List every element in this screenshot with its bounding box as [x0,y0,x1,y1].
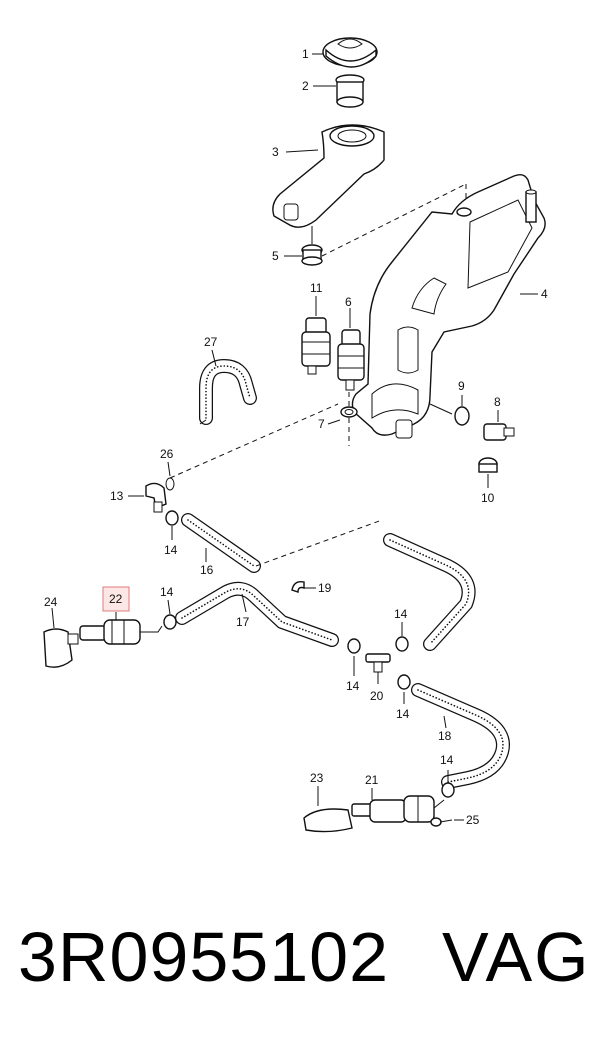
callout-14d: 14 [394,607,408,621]
hose-clamp-part [395,622,409,652]
washer-reservoir-part [351,173,546,439]
washer-system-exploded-diagram: 1 2 3 5 4 [43,37,548,833]
callout-9: 9 [458,379,465,393]
callout-13: 13 [110,489,124,503]
hose-clamp-part [397,674,411,704]
callout-24: 24 [44,595,58,609]
callout-11: 11 [310,281,323,295]
callout-21: 21 [365,773,379,787]
washer-pump-rear-part [301,296,331,375]
callout-20: 20 [370,689,384,703]
elbow-connector-part [128,461,175,513]
part-number-footer: 3R0955102 VAG [0,915,600,1015]
sensor-cap-part [478,457,498,488]
hose-clip-part [291,580,316,593]
callout-25: 25 [466,813,480,827]
assembly-link-dashed [169,403,339,479]
callout-4: 4 [541,287,548,301]
filler-neck-sleeve-part [313,74,365,108]
pump-seal-ring-part [327,392,358,446]
filler-cap-part [312,37,378,68]
level-sensor-part [483,410,515,441]
assembly-link-dashed [255,519,383,567]
hose-clamp-part [165,510,179,540]
callout-3: 3 [272,145,279,159]
screw-part [430,817,464,827]
callout-27: 27 [204,335,218,349]
part-number-text: 3R0955102 [18,918,389,996]
callout-19: 19 [318,581,332,595]
callout-5: 5 [272,249,279,263]
callout-23: 23 [310,771,324,785]
callout-2: 2 [302,79,309,93]
callout-17: 17 [236,615,250,629]
bent-hose-part [199,349,257,425]
hose-18-part [383,533,510,789]
hose-clamp-part [347,638,361,676]
washer-pump-front-part [337,308,365,391]
callout-7: 7 [318,417,325,431]
brand-text: VAG [442,918,591,996]
callout-14e: 14 [396,707,410,721]
callout-22[interactable]: 22 [109,592,123,606]
callout-16: 16 [200,563,214,577]
nozzle-cover-left-part [43,607,79,668]
headlight-washer-nozzle-22-part[interactable] [79,619,163,645]
hose-clamp-part [441,770,455,798]
callout-18: 18 [438,729,452,743]
grommet-part [284,226,323,266]
callout-14a: 14 [164,543,178,557]
sensor-grommet-part [429,395,470,426]
callout-1: 1 [302,47,309,61]
t-piece-connector-part [365,653,391,684]
callout-26: 26 [160,447,174,461]
headlight-washer-nozzle-21-part [351,788,445,823]
callout-10: 10 [481,491,495,505]
hose-16-part [181,513,261,573]
callout-6: 6 [345,295,352,309]
highlight-box-22[interactable] [102,586,130,612]
callout-14f: 14 [440,753,454,767]
nozzle-cover-right-part [303,786,353,833]
callout-8: 8 [494,395,501,409]
hose-17-part [175,581,339,647]
filler-tube-part [272,124,385,228]
hose-clamp-part [163,599,177,630]
callout-14b: 14 [160,585,174,599]
callout-14c: 14 [346,679,360,693]
